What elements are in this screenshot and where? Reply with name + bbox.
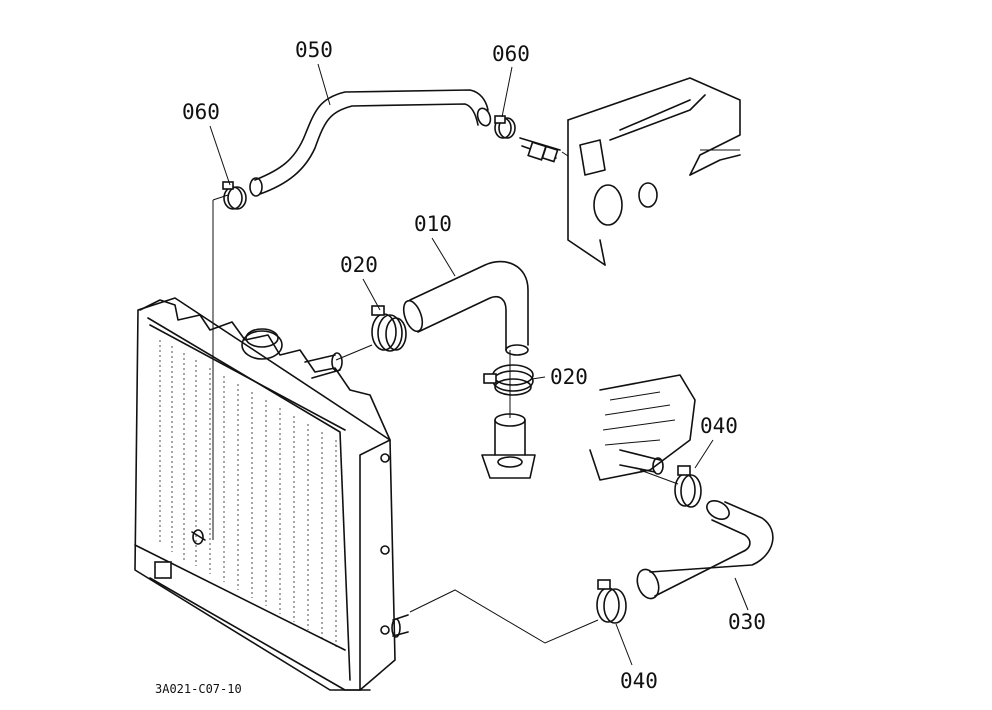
callout-050: 050	[295, 38, 333, 62]
figure-id: 3A021-C07-10	[155, 682, 242, 696]
water-pump-area	[589, 374, 696, 481]
callout-leaders	[209, 63, 749, 666]
engine-block	[567, 77, 741, 266]
callout-060-right: 060	[492, 42, 530, 66]
clamp-020-upper	[371, 305, 407, 352]
radiator	[134, 297, 409, 691]
lower-radiator-hose	[636, 500, 774, 600]
routing-lines	[212, 151, 679, 644]
radiator-core	[159, 340, 337, 650]
callout-030: 030	[728, 610, 766, 634]
callout-060-left: 060	[182, 100, 220, 124]
clamp-040-lower	[596, 579, 627, 624]
upper-radiator-hose	[402, 260, 529, 356]
callout-040-upper: 040	[700, 414, 738, 438]
clamp-060-left	[222, 181, 247, 210]
callout-010: 010	[414, 212, 452, 236]
clamp-040-upper	[674, 465, 702, 508]
bypass-fitting	[519, 137, 561, 163]
clamp-060-right	[494, 115, 516, 139]
callout-040-lower: 040	[620, 669, 658, 693]
bypass-hose	[249, 89, 492, 197]
callout-020-upper: 020	[340, 253, 378, 277]
clamp-020-lower	[483, 364, 534, 396]
callout-020-lower: 020	[550, 365, 588, 389]
thermostat-housing	[481, 413, 536, 479]
